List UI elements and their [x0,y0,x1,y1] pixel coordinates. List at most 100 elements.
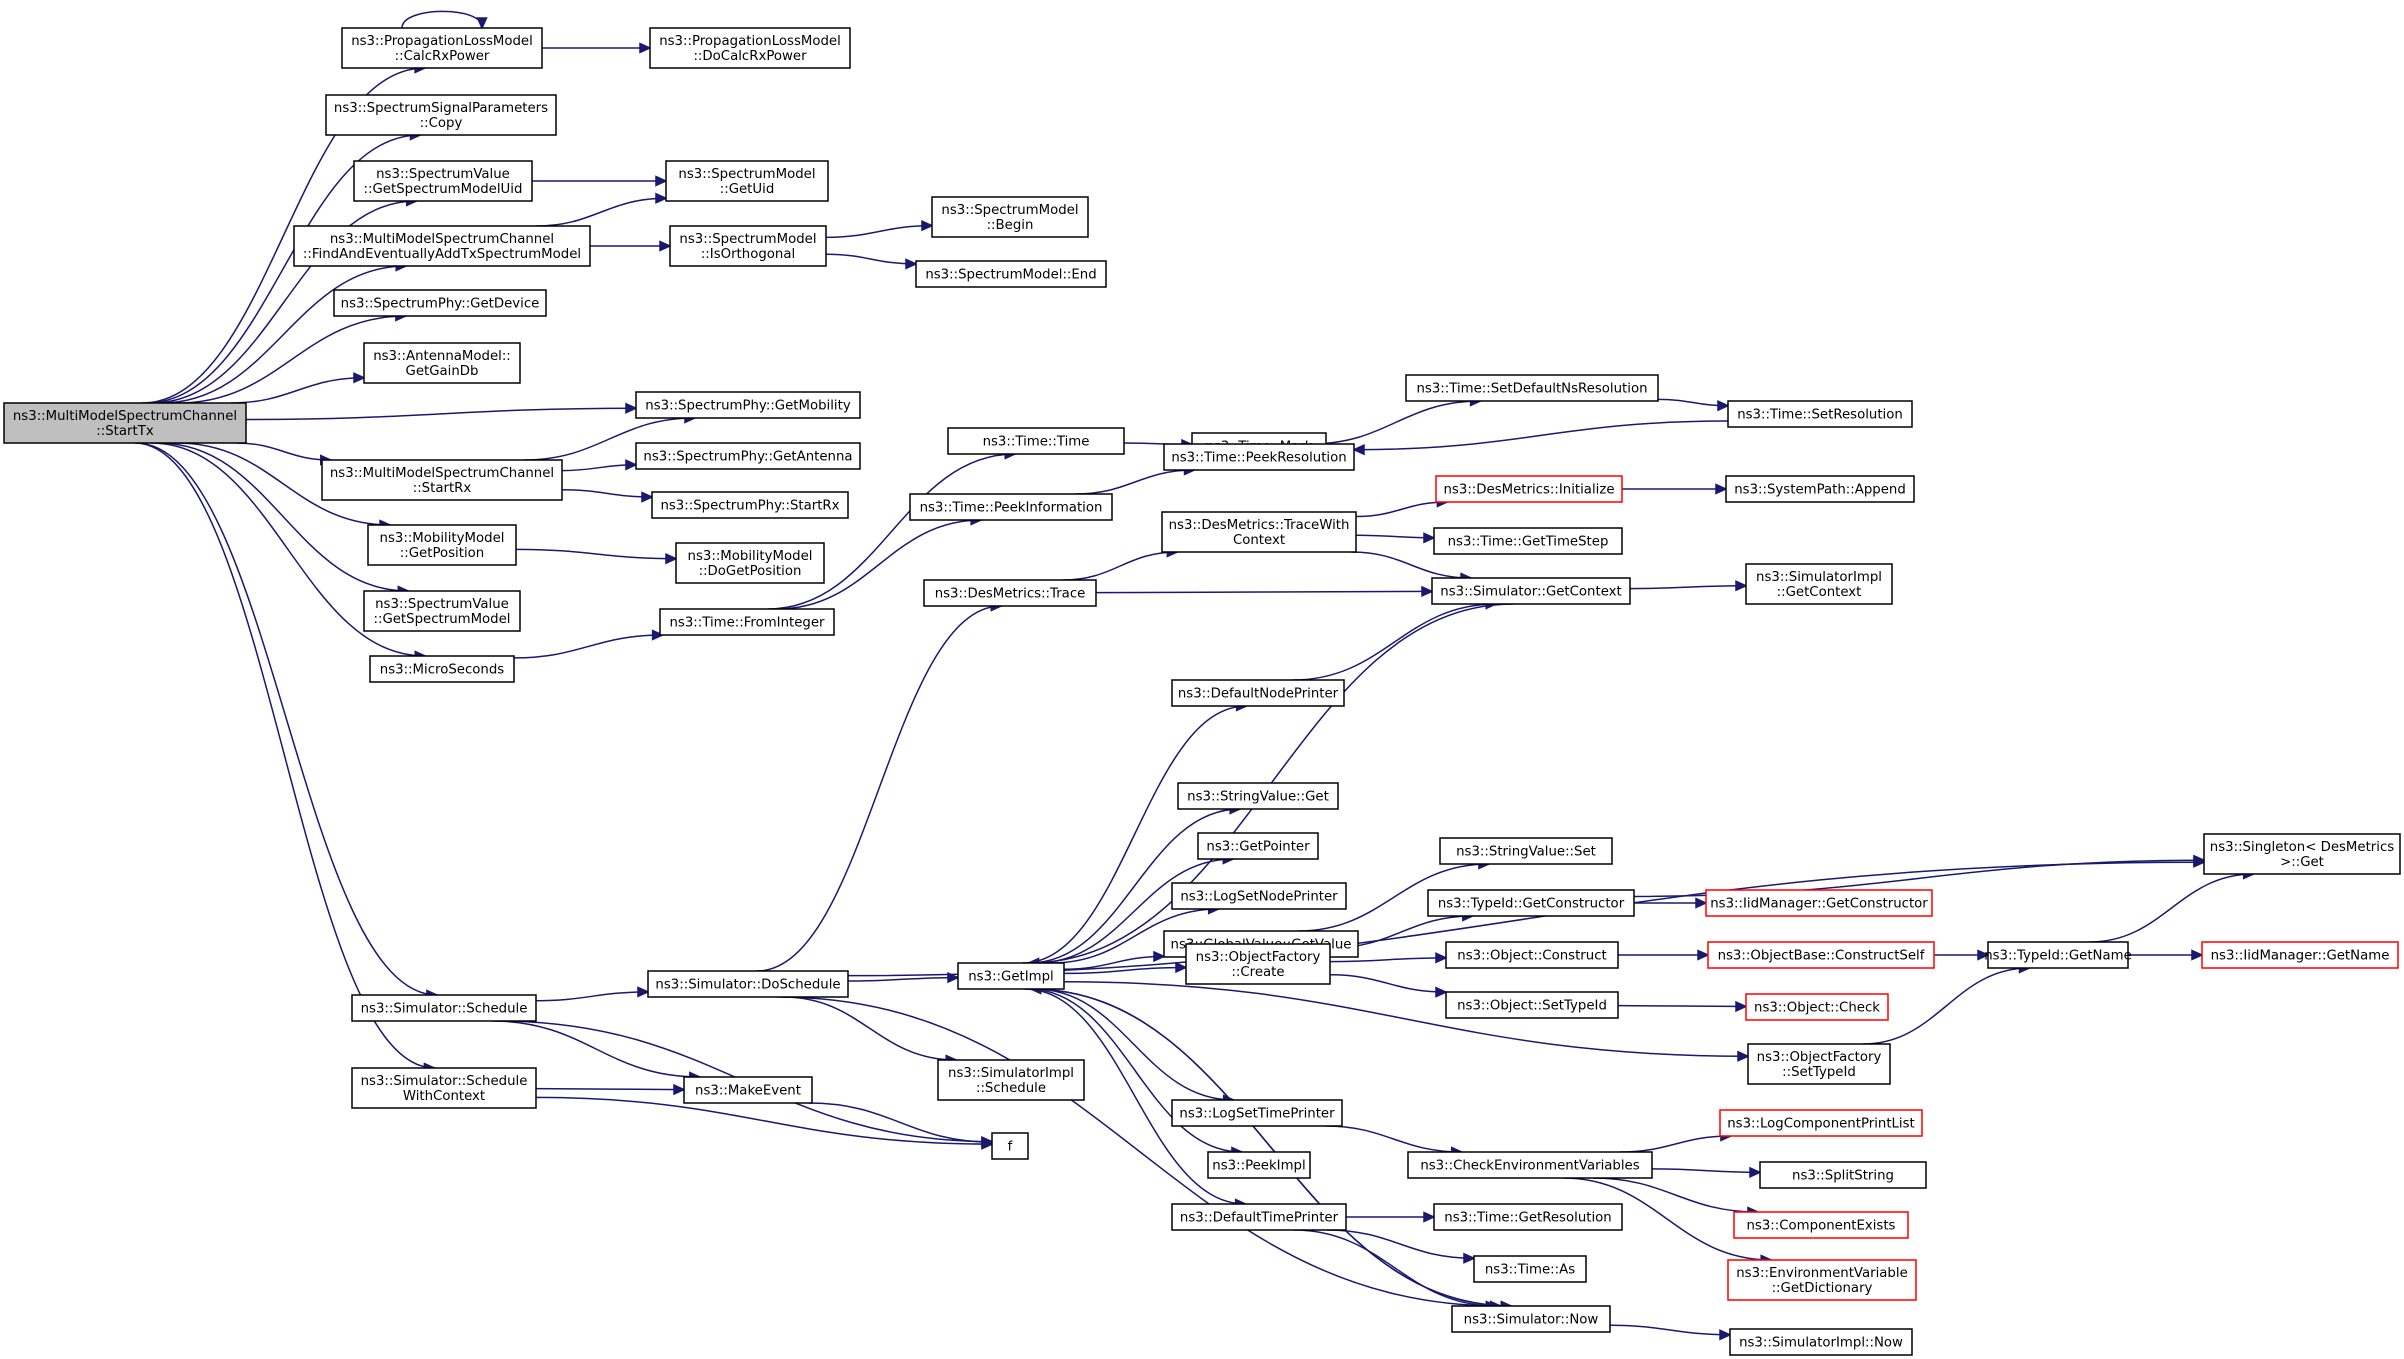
node-get-s-m[interactable]: ns3::SpectrumValue::GetSpectrumModel [363,590,521,632]
node-label: ns3::MobilityModel [688,549,813,564]
node-label: ::Create [1231,965,1284,980]
node-sm-get-uid[interactable]: ns3::SpectrumModel::GetUid [665,160,829,202]
node-fact-set-type-id[interactable]: ns3::ObjectFactory::SetTypeId [1747,1043,1891,1085]
node-singleton[interactable]: ns3::Singleton< DesMetrics >::Get [2203,833,2401,875]
edge-line [1292,603,1497,681]
node-des-trace[interactable]: ns3::DesMetrics::Trace [923,579,1097,607]
node-log-set-time[interactable]: ns3::LogSetTimePrinter [1171,1099,1343,1127]
call-edge [1629,580,1748,592]
node-check-env[interactable]: ns3::CheckEnvironmentVariables [1407,1151,1653,1179]
node-str-get[interactable]: ns3::StringValue::Get [1177,782,1339,810]
node-schedule[interactable]: ns3::Simulator::Schedule [351,994,537,1022]
node-box [293,225,591,267]
call-edge [1622,483,1728,495]
node-get-mob[interactable]: ns3::SpectrumPhy::GetMobility [635,391,861,419]
node-label: ns3::SpectrumPhy::GetAntenna [643,450,852,465]
node-start-tx[interactable]: ns3::MultiModelSpectrumChannel::StartTx [3,402,247,444]
node-type-get-name[interactable]: ns3::TypeId::GetName [1984,941,2132,969]
node-iid-get-cons[interactable]: ns3::IidManager::GetConstructor [1705,889,1933,917]
node-obj-construct[interactable]: ns3::Object::Construct [1445,941,1619,969]
node-get-res[interactable]: ns3::Time::GetResolution [1433,1203,1623,1231]
node-is-orth[interactable]: ns3::SpectrumModel::IsOrthogonal [669,225,827,267]
node-get-device[interactable]: ns3::SpectrumPhy::GetDevice [333,289,547,317]
node-from-int[interactable]: ns3::Time::FromInteger [659,608,835,636]
node-box [1747,1043,1891,1085]
node-construct-self[interactable]: ns3::ObjectBase::ConstructSelf [1707,941,1935,969]
node-box [1445,941,1619,969]
edge-line [230,377,365,404]
node-mm-start-rx[interactable]: ns3::MultiModelSpectrumChannel::StartRx [321,459,563,501]
node-set-def-ns[interactable]: ns3::Time::SetDefaultNsResolution [1405,374,1659,402]
node-box [1729,1328,1913,1356]
node-get-pos[interactable]: ns3::MobilityModel::GetPosition [367,524,517,566]
node-sim-get-ctx[interactable]: ns3::Simulator::GetContext [1431,577,1631,605]
edge-line [492,1020,700,1078]
node-label: ns3::MicroSeconds [380,663,504,678]
node-obj-fact-create[interactable]: ns3::ObjectFactory::Create [1185,943,1331,985]
call-edge [1355,532,1436,544]
node-do-schedule[interactable]: ns3::Simulator::DoSchedule [647,970,849,998]
node-iid-get-name[interactable]: ns3::IidManager::GetName [2201,941,2399,969]
node-env-var-dict[interactable]: ns3::EnvironmentVariable::GetDictionary [1727,1259,1917,1301]
node-sm-end[interactable]: ns3::SpectrumModel::End [915,260,1107,288]
node-phy-start-rx[interactable]: ns3::SpectrumPhy::StartRx [651,491,849,519]
node-sim-now[interactable]: ns3::Simulator::Now [1451,1305,1611,1333]
node-label: ::Begin [987,218,1034,233]
node-get-time-step[interactable]: ns3::Time::GetTimeStep [1433,527,1623,555]
node-time-as[interactable]: ns3::Time::As [1473,1255,1587,1283]
node-sm-begin[interactable]: ns3::SpectrumModel::Begin [931,196,1089,238]
node-peek-res[interactable]: ns3::Time::PeekResolution [1163,443,1355,471]
call-edge [1346,1211,1436,1223]
node-get-impl[interactable]: ns3::GetImpl [957,962,1065,990]
node-label: ::Copy [420,116,463,131]
edge-line [1353,420,1729,451]
node-make-event[interactable]: ns3::MakeEvent [683,1076,813,1104]
node-get-pointer[interactable]: ns3::GetPointer [1197,832,1319,860]
node-label: ns3::Simulator::Schedule [361,1074,528,1089]
node-do-get-pos[interactable]: ns3::MobilityModel::DoGetPosition [675,542,825,584]
node-str-set[interactable]: ns3::StringValue::Set [1439,837,1613,865]
node-comp-exists[interactable]: ns3::ComponentExists [1733,1211,1909,1239]
edge-line [808,1102,993,1143]
node-box [635,442,861,470]
node-label: ns3::Simulator::Schedule [361,1002,528,1017]
call-edge [561,488,654,503]
node-set-res[interactable]: ns3::Time::SetResolution [1727,400,1913,428]
node-peek-impl[interactable]: ns3::PeekImpl [1207,1151,1311,1179]
node-des-init[interactable]: ns3::DesMetrics::Initialize [1435,475,1623,503]
node-peek-info[interactable]: ns3::Time::PeekInformation [909,493,1113,521]
node-get-s-m-uid[interactable]: ns3::SpectrumValue::GetSpectrumModelUid [353,160,533,202]
node-calc-rx[interactable]: ns3::PropagationLossModel::CalcRxPower [341,27,543,69]
node-get-cons[interactable]: ns3::TypeId::GetConstructor [1427,889,1635,917]
node-do-calc-rx[interactable]: ns3::PropagationLossModel::DoCalcRxPower [649,27,851,69]
node-get-ant[interactable]: ns3::SpectrumPhy::GetAntenna [635,442,861,470]
node-sig-copy[interactable]: ns3::SpectrumSignalParameters::Copy [325,94,557,136]
node-impl-schedule[interactable]: ns3::SimulatorImpl::Schedule [937,1059,1085,1101]
node-sys-append[interactable]: ns3::SystemPath::Append [1725,475,1915,503]
node-micro[interactable]: ns3::MicroSeconds [369,655,515,683]
node-obj-set-type-id[interactable]: ns3::Object::SetTypeId [1445,991,1619,1019]
node-label: ns3::Simulator::Now [1464,1313,1599,1328]
node-def-time-pr[interactable]: ns3::DefaultTimePrinter [1171,1203,1347,1231]
node-f[interactable]: f [991,1132,1029,1160]
node-impl-now[interactable]: ns3::SimulatorImpl::Now [1729,1328,1913,1356]
node-log-comp-print[interactable]: ns3::LogComponentPrintList [1719,1109,1923,1137]
node-find-add[interactable]: ns3::MultiModelSpectrumChannel::FindAndE… [293,225,591,267]
node-box [1473,1255,1587,1283]
node-label: ns3::GetPointer [1206,840,1310,855]
node-obj-check[interactable]: ns3::Object::Check [1745,993,1889,1021]
node-split-str[interactable]: ns3::SplitString [1759,1161,1927,1189]
node-box [665,160,829,202]
node-label: ns3::DesMetrics::Trace [935,587,1086,602]
node-gain-db[interactable]: ns3::AntennaModel::GetGainDb [363,342,521,384]
node-time-time[interactable]: ns3::Time::Time [947,427,1125,455]
node-impl-get-ctx[interactable]: ns3::SimulatorImpl::GetContext [1745,563,1893,605]
node-def-node-pr[interactable]: ns3::DefaultNodePrinter [1171,679,1345,707]
node-label: ns3::SpectrumValue [375,597,509,612]
node-log-set-node[interactable]: ns3::LogSetNodePrinter [1171,882,1347,910]
node-label: ns3::Time::SetDefaultNsResolution [1416,382,1647,397]
arrow-head-icon [1749,1166,1762,1179]
node-label: ::CalcRxPower [395,49,490,64]
